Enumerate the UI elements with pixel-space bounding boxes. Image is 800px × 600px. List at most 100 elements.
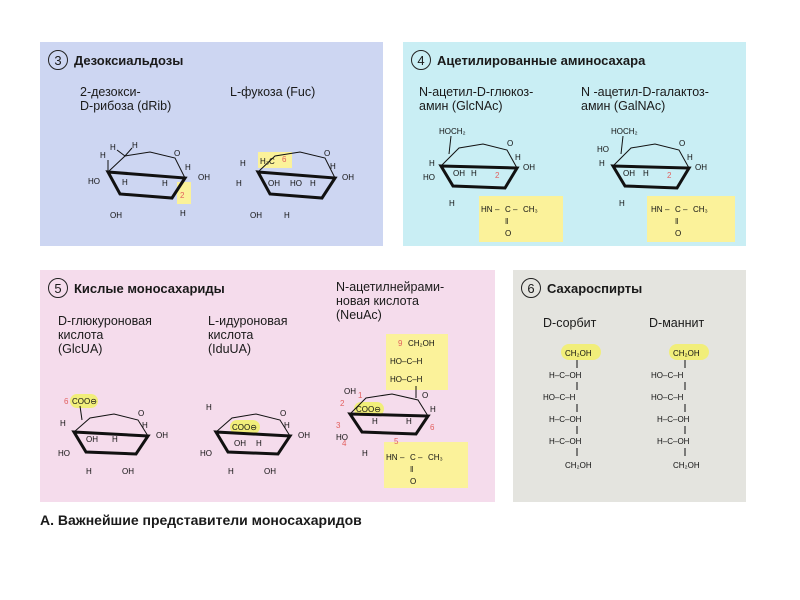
double-bond: ‖ [410, 465, 413, 474]
carbon-number: 2 [495, 171, 500, 180]
galnac-structure: HOCH₂ HO O OH H H OH H 2 H HN – C – CH₃ … [597, 127, 735, 242]
atom-hn: HN [386, 453, 398, 462]
formula-row: CH₂OH [565, 349, 592, 358]
panel-deoxyaldoses: 3 Дезоксиальдозы 2-дезокси- D-рибоза (dR… [40, 42, 383, 246]
atom-hn: HN [481, 205, 493, 214]
carbon-number: 2 [667, 171, 672, 180]
carbon-number: 6 [430, 423, 435, 432]
atom-c: C [505, 205, 511, 214]
panel-number: 6 [521, 278, 541, 298]
iduua-structure: H COO⊖ O OH H OH H HO H OH [200, 403, 310, 476]
panel-title: Сахароспирты [547, 280, 643, 296]
atom-h: H [284, 421, 290, 430]
atom-hcoh: HO–C–H [390, 357, 423, 366]
atom-h: H [362, 449, 368, 458]
atom-coo: COO⊖ [72, 397, 97, 406]
highlight-nac [384, 442, 468, 488]
drib-structure: H H H O OH H HO H H OH H 2 [88, 141, 210, 220]
bond: – [418, 453, 423, 462]
formula-row: H–C–OH [657, 415, 690, 424]
panel-acetylated-aminosugars: 4 Ацетилированные аминосахара N-ацетил-D… [403, 42, 746, 246]
atom-oh: OH [198, 173, 210, 182]
atom-h: H [185, 163, 191, 172]
formula-row: HO–C–H [651, 393, 684, 402]
atom-h: H [619, 199, 625, 208]
atom-h: H [599, 159, 605, 168]
atom-h: H [236, 179, 242, 188]
highlight-glycerol [386, 334, 448, 390]
formula-row: HO–C–H [651, 371, 684, 380]
atom-h: H [110, 143, 116, 152]
atom-o: O [410, 477, 416, 486]
glcnac-label: N-ацетил-D-глюкоз- амин (GlcNAc) [419, 85, 534, 113]
atom-h: H [471, 169, 477, 178]
ring-oxygen: O [422, 391, 428, 400]
highlight-ch2oh [561, 344, 601, 360]
atom-c: C [410, 453, 416, 462]
panel-number: 5 [48, 278, 68, 298]
ring-oxygen: O [174, 149, 180, 158]
double-bond: ‖ [505, 217, 508, 226]
panel-header: 5 Кислые моносахариды [48, 278, 225, 298]
bond: – [665, 205, 670, 214]
atom-ho: HO [200, 449, 212, 458]
atom-h: H [643, 169, 649, 178]
formula-row: CH₂OH [673, 349, 700, 358]
carbon-number: 6 [64, 397, 69, 406]
formula-row: H–C–OH [657, 437, 690, 446]
atom-h3c: H₃C [260, 157, 275, 166]
panel-title: Кислые моносахариды [74, 280, 225, 296]
atom-h: H [430, 405, 436, 414]
atom-ho: HO [58, 449, 70, 458]
panel-acidic-monosaccharides: 5 Кислые моносахариды D-глюкуроновая кис… [40, 270, 495, 502]
glcnac-structure: HOCH₂ H O OH H HO OH H 2 H HN – C – CH₃ … [423, 127, 563, 242]
carbon-number: 4 [342, 439, 347, 448]
panel-title: Ацетилированные аминосахара [437, 52, 646, 68]
atom-coo: COO⊖ [356, 405, 381, 414]
bond: – [513, 205, 518, 214]
bond: – [495, 205, 500, 214]
panel-number: 3 [48, 50, 68, 70]
highlight-nac [479, 196, 563, 242]
atom-h: H [206, 403, 212, 412]
ring-oxygen: O [138, 409, 144, 418]
ring-oxygen: O [507, 139, 513, 148]
carbon-number: 1 [358, 391, 363, 400]
atom-h: H [449, 199, 455, 208]
panel-header: 4 Ацетилированные аминосахара [411, 50, 645, 70]
glcua-label: D-глюкуроновая кислота (GlcUA) [58, 314, 152, 356]
highlight-coo [230, 420, 260, 434]
sorbitol-structure: CH₂OH H–C–OH HO–C–H H–C–OH H–C–OH CH₂OH [543, 344, 601, 470]
atom-h: H [372, 417, 378, 426]
atom-h: H [687, 153, 693, 162]
atom-h: H [162, 179, 168, 188]
atom-o: O [505, 229, 511, 238]
carbon-number: 9 [398, 339, 403, 348]
sorbitol-label: D-сорбит [543, 316, 597, 330]
atom-c: C [675, 205, 681, 214]
formula-row: H–C–OH [549, 371, 582, 380]
neuac-label: N-ацетилнейрами- новая кислота (NeuAc) [336, 280, 445, 322]
figure-caption: А. Важнейшие представители моносахаридов [40, 512, 362, 528]
atom-ho: HO [290, 179, 302, 188]
atom-h: H [406, 417, 412, 426]
panel-sugar-alcohols: 6 Сахароспирты D-сорбит D-маннит CH₂OH H… [513, 270, 746, 502]
atom-ho: HO [336, 433, 348, 442]
atom-ho: HO [423, 173, 435, 182]
atom-h: H [180, 209, 186, 218]
atom-oh: OH [122, 467, 134, 476]
carbon-number: 3 [336, 421, 341, 430]
atom-oh: OH [110, 211, 122, 220]
atom-oh: OH [523, 163, 535, 172]
panel-header: 3 Дезоксиальдозы [48, 50, 183, 70]
atom-h: H [429, 159, 435, 168]
atom-oh: OH [156, 431, 168, 440]
atom-h: H [86, 467, 92, 476]
atom-h: H [256, 439, 262, 448]
atom-hn: HN [651, 205, 663, 214]
carbon-number: 6 [282, 155, 287, 164]
atom-hcoh: HO–C–H [390, 375, 423, 384]
carbon-number: 2 [180, 191, 185, 200]
atom-h: H [60, 419, 66, 428]
carbon-number: 5 [394, 437, 399, 446]
